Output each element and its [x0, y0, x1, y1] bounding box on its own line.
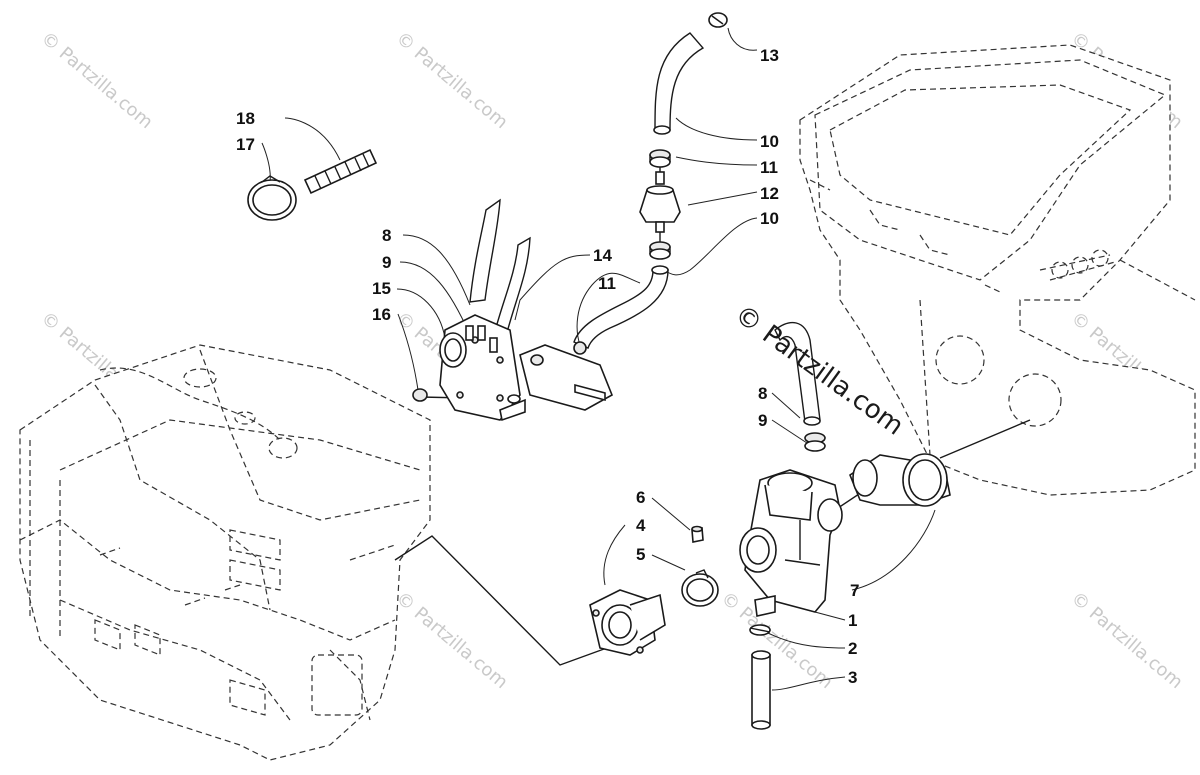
clamp-5 [681, 569, 719, 607]
callout-14: 14 [593, 246, 612, 265]
leader-lines [261, 27, 936, 691]
callout-8-carb: 8 [758, 384, 767, 403]
callout-6: 6 [636, 488, 645, 507]
callout-8: 8 [382, 226, 391, 245]
callout-11: 11 [760, 158, 778, 177]
air-boot-7 [849, 453, 951, 507]
washer-2 [749, 624, 771, 636]
callout-11-lower: 11 [598, 274, 616, 293]
drain-tube-3 [751, 650, 771, 730]
callout-9: 9 [382, 253, 391, 272]
callout-10: 10 [760, 132, 779, 151]
callout-15: 15 [372, 279, 391, 298]
callout-17: 17 [236, 135, 255, 154]
callout-2: 2 [848, 639, 857, 658]
intake-flange-4 [589, 589, 666, 656]
callout-1: 1 [848, 611, 857, 630]
cap-6 [691, 525, 704, 543]
callout-5: 5 [636, 545, 645, 564]
engine-block-outline [19, 344, 431, 761]
vent-hose-8 [774, 321, 821, 426]
fuel-filter [639, 171, 681, 233]
callout-10-lower: 10 [760, 209, 779, 228]
callout-4: 4 [636, 516, 646, 535]
callout-13: 13 [760, 46, 779, 65]
hose-clamp-13 [708, 12, 728, 28]
callout-9-carb: 9 [758, 411, 767, 430]
callout-3: 3 [848, 668, 857, 687]
watermark: © Partzilla.com [392, 588, 512, 693]
callout-12: 12 [760, 184, 779, 203]
carburetor [739, 469, 843, 617]
airbox-outline [799, 44, 1196, 496]
callout-7: 7 [850, 581, 859, 600]
fuel-hose-upper [653, 32, 705, 135]
clamp-17 [247, 175, 297, 221]
hose-clamp-11-upper [649, 149, 671, 168]
fuel-hose-lower [573, 265, 669, 349]
hose-clamp-11-lower [649, 241, 671, 260]
callout-labels: 13 10 11 12 10 11 18 17 8 9 15 16 14 8 9… [236, 46, 859, 687]
clamp-9 [804, 432, 826, 452]
spring-18 [303, 148, 378, 195]
fuel-pump [412, 198, 614, 422]
callout-18: 18 [236, 109, 255, 128]
watermark: © Partzilla.com [392, 28, 512, 133]
callout-16: 16 [372, 305, 391, 324]
watermark: © Partzilla.com [37, 28, 157, 133]
watermark: © Partzilla.com [1067, 588, 1187, 693]
